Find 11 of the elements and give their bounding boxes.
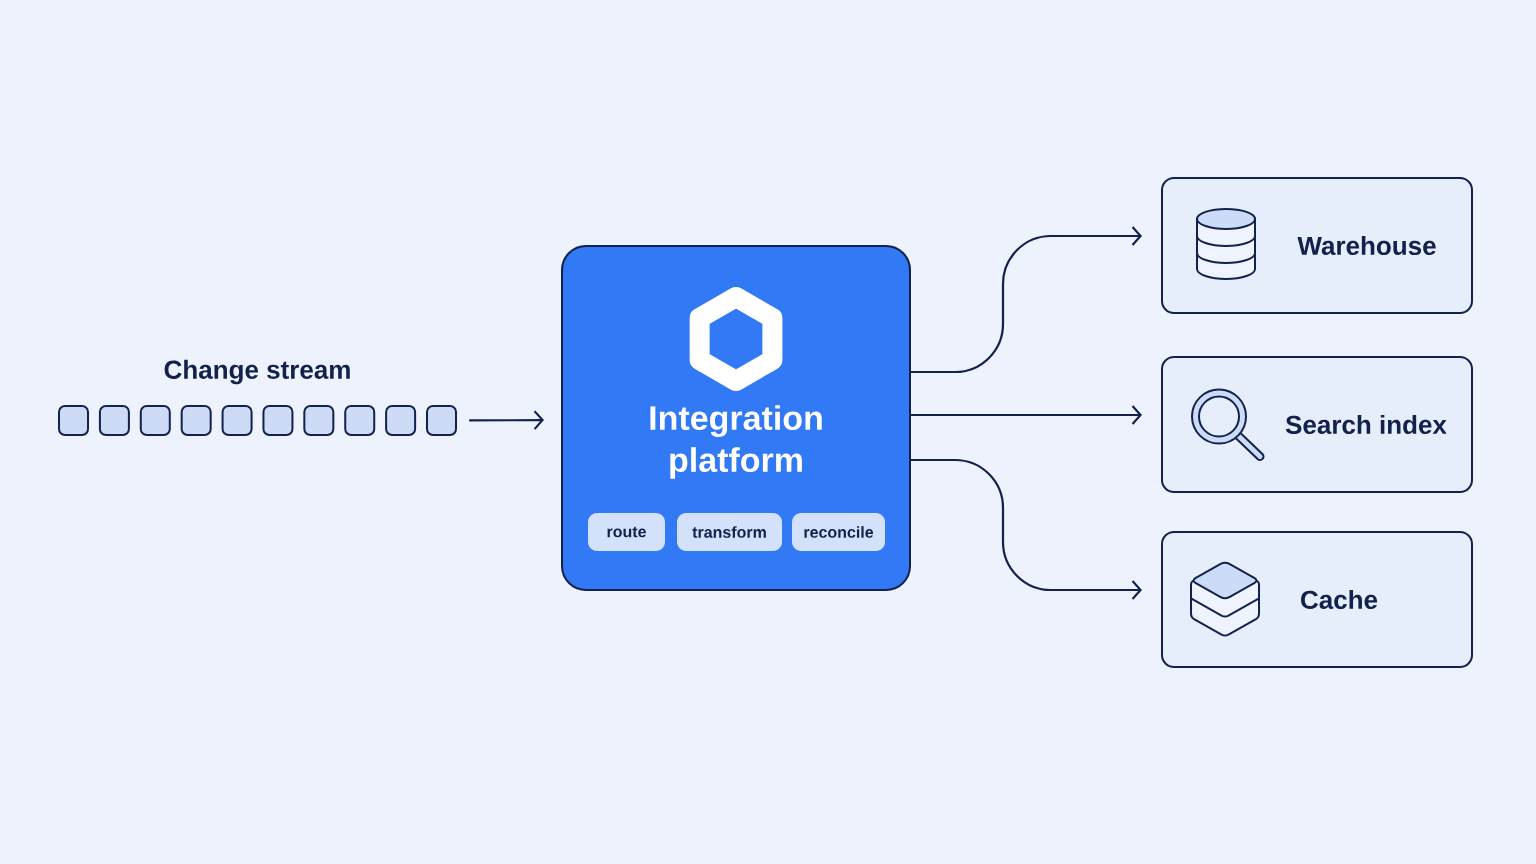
arrow <box>911 226 1142 374</box>
arrow <box>911 458 1142 600</box>
tag-chip: reconcile <box>792 513 885 551</box>
target-box: Cache <box>1161 531 1473 668</box>
tag-chip: route <box>588 513 665 551</box>
arrow <box>469 410 544 430</box>
target-box: Warehouse <box>1161 177 1473 314</box>
arrow <box>911 405 1142 425</box>
target-box: Search index <box>1161 356 1473 493</box>
heading: Change stream <box>164 359 350 385</box>
tag-chip: transform <box>677 513 782 551</box>
